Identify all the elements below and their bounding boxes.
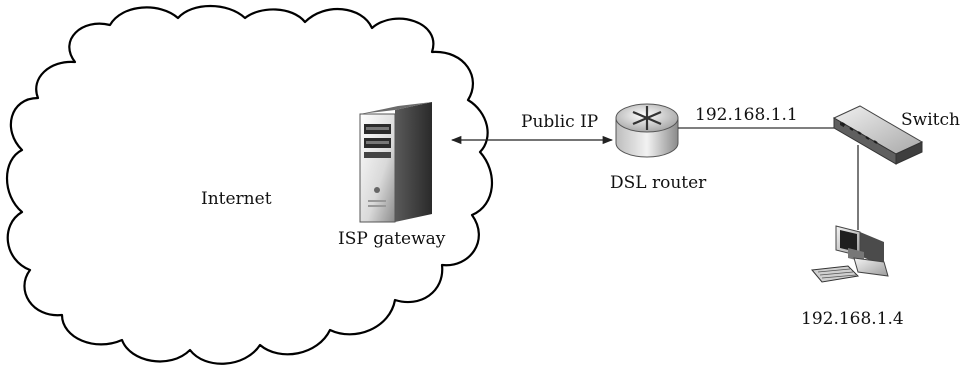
server-tower-icon	[359, 102, 432, 223]
isp-gateway-label: ISP gateway	[338, 229, 446, 249]
desktop-computer-icon	[811, 225, 889, 283]
router-ip-label: 192.168.1.1	[695, 105, 798, 125]
public-ip-label: Public IP	[521, 112, 599, 132]
internet-label: Internet	[201, 189, 272, 209]
router-icon	[615, 103, 679, 158]
switch-label: Switch	[901, 110, 960, 130]
pc-ip-label: 192.168.1.4	[801, 309, 904, 329]
network-switch-icon	[832, 105, 924, 165]
dsl-router-label: DSL router	[610, 173, 707, 193]
internet-cloud-icon	[5, 5, 493, 365]
